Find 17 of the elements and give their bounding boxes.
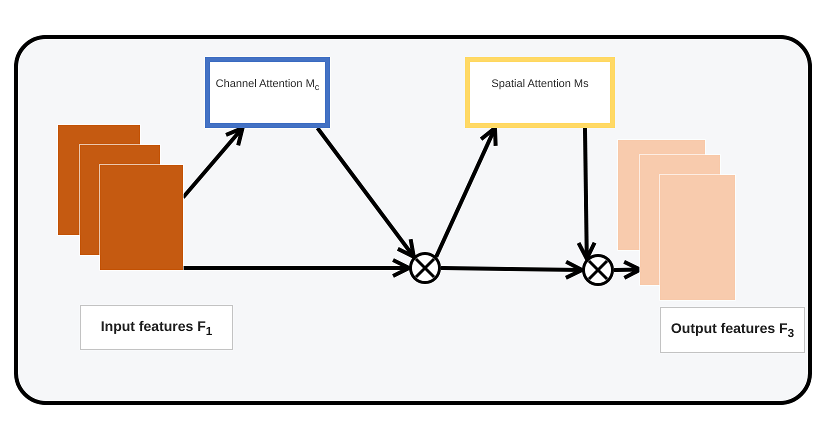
attention-module-box — [465, 57, 615, 128]
feature-label-box — [80, 305, 233, 350]
arrow — [434, 126, 498, 258]
arrow — [181, 126, 244, 199]
feature-label: Input features F$_{1}$ — [100, 318, 212, 338]
arrow — [316, 126, 416, 259]
feature-map-stack — [58, 125, 183, 270]
arrow — [614, 260, 642, 280]
feature-map-stack — [618, 140, 735, 300]
module-label: Channel Attention M$_{c}$ — [216, 77, 320, 94]
attention-module-box — [205, 57, 330, 128]
feature-label-box — [660, 307, 805, 353]
arrow — [440, 260, 584, 280]
feature-label: Output features F$_{3}$ — [670, 320, 794, 340]
arrow — [183, 258, 411, 278]
arrow — [576, 128, 597, 261]
module-label: Spatial Attention Ms — [491, 77, 589, 92]
